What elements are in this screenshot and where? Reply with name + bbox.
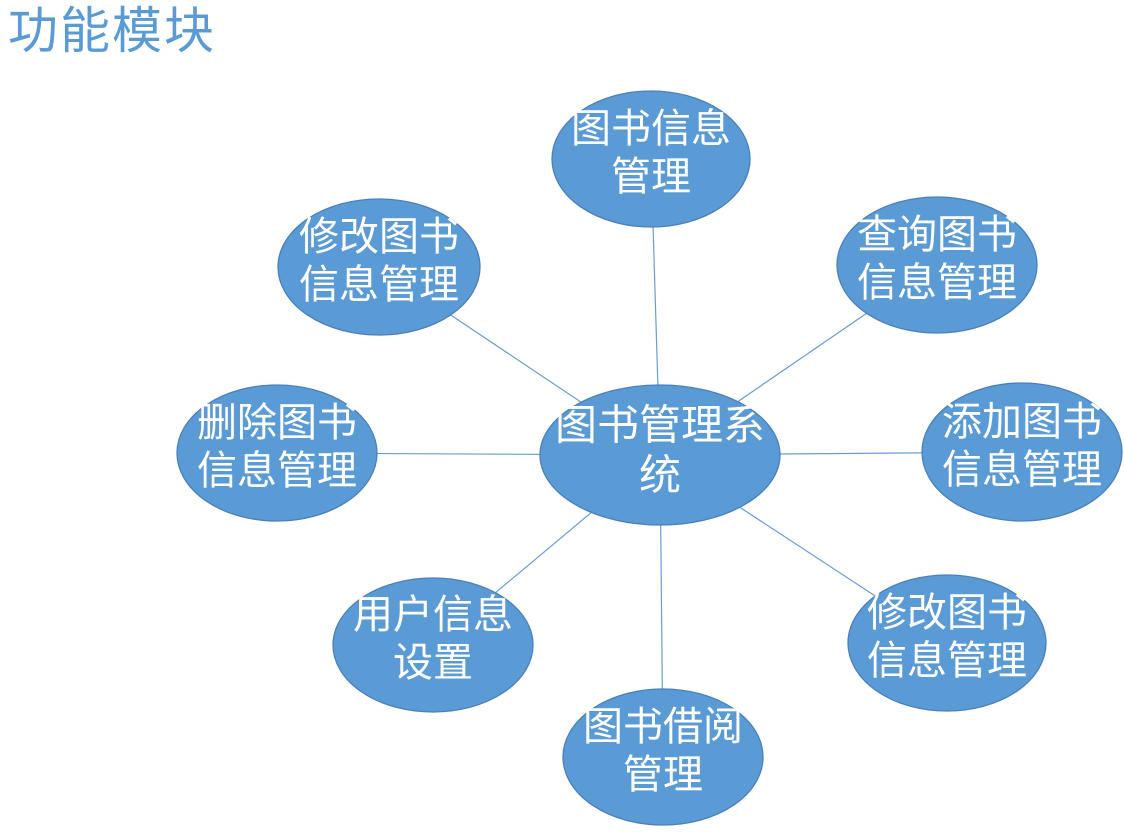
node-book-borrow-management: 图书借阅 管理 <box>562 688 764 826</box>
node-ellipse <box>176 384 378 522</box>
node-ellipse <box>836 196 1038 334</box>
node-label-line2: 信息管理 <box>867 638 1027 684</box>
node-label-line1: 图书信息 <box>571 106 731 152</box>
node-user-info-settings: 用户信息 设置 <box>332 577 534 713</box>
node-label-line1: 修改图书 <box>867 590 1027 636</box>
node-ellipse <box>847 574 1047 712</box>
node-ellipse <box>551 90 751 228</box>
node-label-line2: 信息管理 <box>197 448 357 494</box>
center-node-label-line2: 统 <box>639 451 681 500</box>
node-label-line2: 信息管理 <box>299 262 459 308</box>
node-label-line1: 图书借阅 <box>583 704 743 750</box>
node-delete-book-info-management: 删除图书 信息管理 <box>176 384 378 522</box>
node-label-line2: 设置 <box>393 640 473 686</box>
node-add-book-info-management: 添加图书 信息管理 <box>921 382 1123 522</box>
node-label-line2: 信息管理 <box>942 447 1102 493</box>
node-label-line1: 添加图书 <box>942 399 1102 445</box>
node-label-line2: 管理 <box>623 752 703 798</box>
node-ellipse <box>332 577 534 713</box>
node-label-line1: 删除图书 <box>197 400 357 446</box>
node-label-line2: 信息管理 <box>857 260 1017 306</box>
node-ellipse <box>539 384 781 526</box>
node-label-line1: 查询图书 <box>857 212 1017 258</box>
page-title: 功能模块 <box>8 2 216 60</box>
node-ellipse <box>277 198 481 336</box>
node-ellipse <box>562 688 764 826</box>
node-book-info-management: 图书信息 管理 <box>551 90 751 228</box>
node-label-line1: 用户信息 <box>353 592 513 638</box>
node-modify-book-info-management-left: 修改图书 信息管理 <box>277 198 481 336</box>
node-query-book-info-management: 查询图书 信息管理 <box>836 196 1038 334</box>
node-label-line2: 管理 <box>611 154 691 200</box>
center-node-label-line1: 图书管理系 <box>555 401 765 450</box>
node-ellipse <box>921 382 1123 522</box>
node-library-management-system: 图书管理系 统 <box>539 384 781 526</box>
node-modify-book-info-management-right: 修改图书 信息管理 <box>847 574 1047 712</box>
node-label-line1: 修改图书 <box>299 214 459 260</box>
